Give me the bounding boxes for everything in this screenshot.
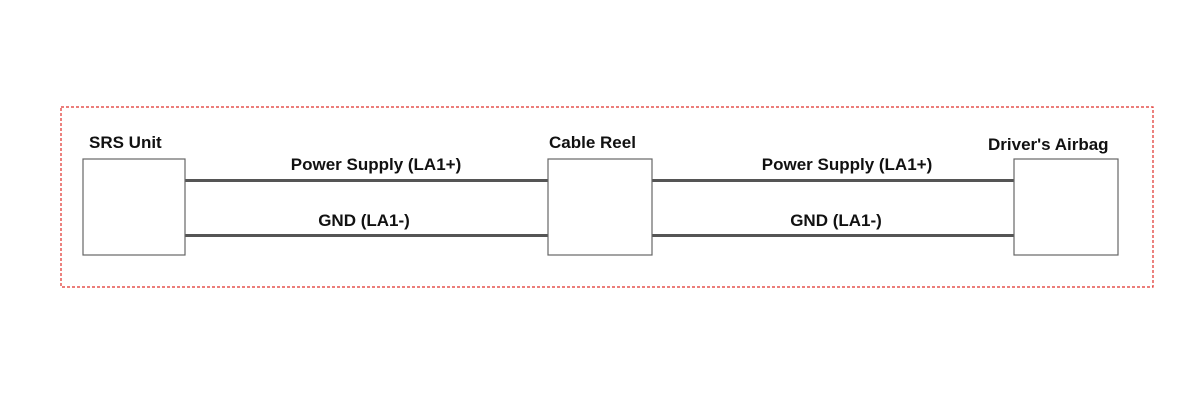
left-power-label: Power Supply (LA1+) xyxy=(290,155,462,174)
right-gnd-label: GND (LA1-) xyxy=(790,211,882,230)
srs-unit-label: SRS Unit xyxy=(89,133,162,152)
drivers-airbag-box xyxy=(1013,158,1119,256)
drivers-airbag-label: Driver's Airbag xyxy=(988,135,1109,154)
srs-unit-box xyxy=(82,158,186,256)
cable-reel-box xyxy=(547,158,653,256)
cable-reel-label: Cable Reel xyxy=(549,133,636,152)
system-boundary xyxy=(60,106,1154,288)
left-gnd-label: GND (LA1-) xyxy=(318,211,410,230)
right-power-label: Power Supply (LA1+) xyxy=(761,155,933,174)
